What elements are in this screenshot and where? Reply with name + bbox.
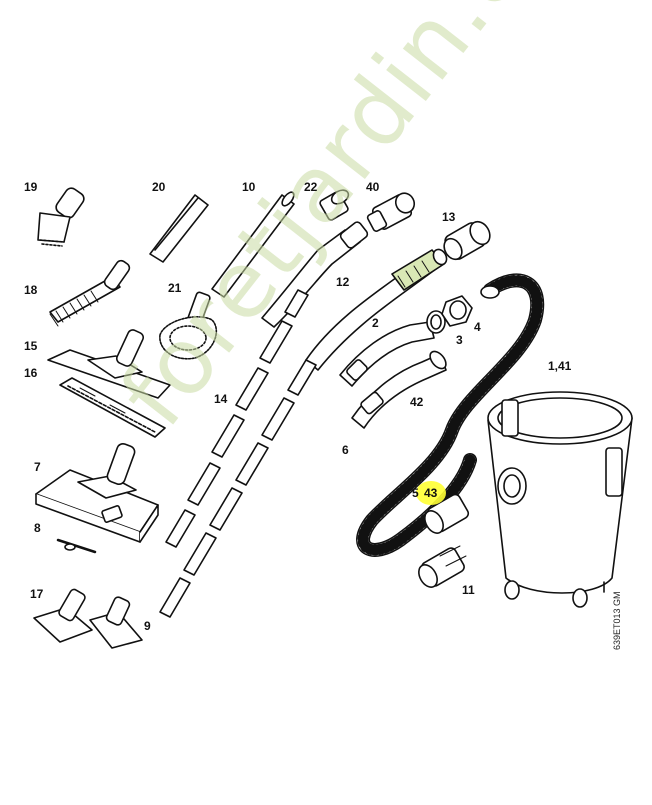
label-6: 6 xyxy=(342,443,349,457)
axle-8-icon xyxy=(56,538,97,554)
label-9: 9 xyxy=(144,619,151,633)
label-42: 42 xyxy=(410,395,424,409)
label-2: 2 xyxy=(372,316,379,330)
upholstery-nozzle-19-icon xyxy=(37,187,85,247)
nozzle-9-icon xyxy=(89,596,143,649)
round-brush-21-icon xyxy=(159,291,218,360)
nut-4-icon xyxy=(441,295,473,327)
tube-sections-6-icon xyxy=(159,359,317,618)
squeegee-insert-16-icon xyxy=(59,377,166,438)
label-5: 5 xyxy=(412,486,419,500)
ring-3-icon xyxy=(426,310,446,334)
drawing-code: 639ET013 GM xyxy=(612,591,622,650)
combination-nozzle-7-icon xyxy=(35,443,159,543)
label-19: 19 xyxy=(24,180,38,194)
label-7: 7 xyxy=(34,460,41,474)
label-11: 11 xyxy=(462,583,475,597)
label-40: 40 xyxy=(366,180,380,194)
curved-handle-42-icon xyxy=(351,350,447,429)
label-22: 22 xyxy=(304,180,318,194)
floor-nozzle-15-icon xyxy=(47,329,171,399)
narrow-nozzle-17-icon xyxy=(33,588,93,643)
hose-connector-13-icon xyxy=(443,220,491,261)
label-21: 21 xyxy=(168,281,182,295)
label-8: 8 xyxy=(34,521,41,535)
connector-11-icon xyxy=(418,545,467,588)
label-14: 14 xyxy=(214,392,228,406)
label-1-41: 1,41 xyxy=(548,359,572,373)
label-4: 4 xyxy=(474,320,481,334)
label-18: 18 xyxy=(24,283,38,297)
connector-43-icon xyxy=(424,493,470,534)
label-15: 15 xyxy=(24,339,38,353)
label-10: 10 xyxy=(242,180,256,194)
suction-hose-1-41-icon xyxy=(356,273,545,557)
label-17: 17 xyxy=(30,587,44,601)
adapter-22-icon xyxy=(319,189,350,221)
label-16: 16 xyxy=(24,366,38,380)
highlight-43 xyxy=(416,481,446,505)
hose-handle-12-icon xyxy=(305,248,448,371)
tube-sections-14-icon xyxy=(165,289,309,548)
label-3: 3 xyxy=(456,333,463,347)
label-13: 13 xyxy=(442,210,456,224)
label-12: 12 xyxy=(336,275,350,289)
adapter-40-icon xyxy=(366,192,416,232)
label-20: 20 xyxy=(152,180,166,194)
brush-18-icon xyxy=(49,259,131,327)
crevice-tool-20-icon xyxy=(149,194,209,263)
extension-tube-10-icon xyxy=(211,191,295,298)
vacuum-container-icon xyxy=(487,391,633,608)
label-43: 43 xyxy=(424,486,438,500)
